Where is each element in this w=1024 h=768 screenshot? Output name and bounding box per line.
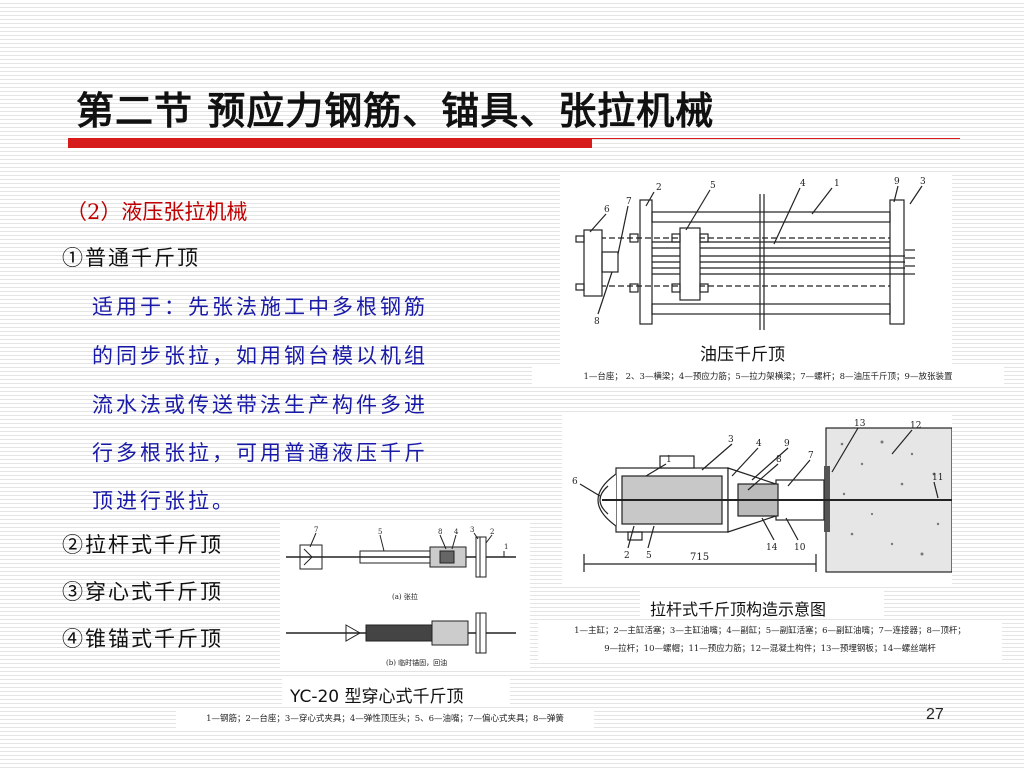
title-underline-line <box>592 138 960 139</box>
label-4: 4 <box>454 528 459 536</box>
page-number: 27 <box>926 706 944 723</box>
oil-jack-caption: 油压千斤顶 <box>700 345 785 365</box>
label-3: 3 <box>470 526 474 534</box>
item-cone-anchor-jack: ④锥锚式千斤顶 <box>62 627 223 651</box>
description-line: 行多根张拉，可用普通液压千斤 <box>92 441 428 465</box>
label-7: 7 <box>808 451 814 461</box>
pull-rod-jack-labels: 3 4 9 8 7 1 6 2 5 14 10 13 12 11 715 <box>572 419 943 563</box>
oil-jack-labels: 2 5 4 1 9 3 6 7 8 <box>594 177 926 327</box>
oil-jack-legend-box <box>532 366 1004 386</box>
label-8: 8 <box>776 455 782 465</box>
oil-jack-figure: 2 5 4 1 9 3 6 7 8 <box>560 172 952 366</box>
label-14: 14 <box>766 543 778 553</box>
through-jack-caption: YC-20 型穿心式千斤顶 <box>290 687 464 707</box>
pull-rod-jack-figure: 3 4 9 8 7 1 6 2 5 14 10 13 12 11 715 <box>562 414 953 584</box>
through-jack-legend: 1—钢筋；2—台座；3—穿心式夹具；4—弹性顶压头；5、6—油嘴；7—偏心式夹具… <box>206 714 564 724</box>
label-8: 8 <box>594 317 600 327</box>
slide-title: 第二节 预应力钢筋、锚具、张拉机械 <box>76 89 715 133</box>
label-1: 1 <box>504 543 508 551</box>
description-line: 流水法或传送带法生产构件多进 <box>92 393 428 417</box>
label-2: 2 <box>656 183 662 193</box>
section-heading: （2）液压张拉机械 <box>66 200 248 224</box>
label-9: 9 <box>894 177 900 187</box>
label-5: 5 <box>378 528 382 536</box>
dimension-715: 715 <box>690 552 709 563</box>
label-5: 5 <box>710 181 716 191</box>
label-6: 6 <box>572 477 578 487</box>
label-10: 10 <box>794 543 806 553</box>
label-9: 9 <box>784 439 790 449</box>
subfigure-b-caption: (b) 临时锚固，回油 <box>386 658 447 667</box>
label-1: 1 <box>666 455 672 465</box>
label-8: 8 <box>438 528 442 536</box>
label-3: 3 <box>920 177 926 187</box>
label-4: 4 <box>756 439 762 449</box>
through-jack-figure: 7 5 8 4 3 2 1 (a) 张拉 (b) 临时锚固，回油 <box>280 521 530 669</box>
item-pull-rod-jack: ②拉杆式千斤顶 <box>62 533 223 557</box>
label-7: 7 <box>626 197 632 207</box>
through-jack-caption-box <box>282 678 510 706</box>
label-13: 13 <box>854 419 866 429</box>
label-1: 1 <box>834 179 840 189</box>
pull-rod-caption-box <box>640 591 884 619</box>
label-6: 6 <box>604 205 610 215</box>
pull-rod-jack-diagram: 3 4 9 8 7 1 6 2 5 14 10 13 12 11 715 <box>572 419 953 573</box>
pull-rod-jack-caption: 拉杆式千斤顶构造示意图 <box>650 600 827 619</box>
oil-jack-diagram: 2 5 4 1 9 3 6 7 8 <box>575 177 926 330</box>
label-7: 7 <box>314 526 318 534</box>
label-5: 5 <box>646 551 652 561</box>
item-through-jack: ③穿心式千斤顶 <box>62 580 223 604</box>
label-12: 12 <box>910 421 921 431</box>
description-line: 顶进行张拉。 <box>92 489 236 513</box>
label-3: 3 <box>728 435 734 445</box>
pull-rod-legend-line2: 9—拉杆；10—螺帽；11—预应力筋；12—混凝土构件；13—预埋钢板；14—螺… <box>604 644 936 654</box>
label-2: 2 <box>624 551 630 561</box>
through-jack-legend-box <box>176 708 594 728</box>
item-ordinary-jack: ①普通千斤顶 <box>62 246 200 270</box>
description-line: 的同步张拉，如用钢台模以机组 <box>92 344 428 368</box>
label-2: 2 <box>490 528 494 536</box>
label-11: 11 <box>932 473 943 483</box>
pull-rod-legend-box <box>538 620 1002 660</box>
through-jack-diagram: 7 5 8 4 3 2 1 (a) 张拉 (b) 临时锚固，回油 <box>286 526 516 667</box>
label-4: 4 <box>800 179 806 189</box>
pull-rod-legend-line1: 1—主缸；2—主缸活塞；3—主缸油嘴；4—副缸；5—副缸活塞；6—副缸油嘴；7—… <box>574 626 966 636</box>
oil-jack-legend: 1—台座； 2、3—横梁；4—预应力筋；5—拉力架横梁；7—螺杆；8—油压千斤顶… <box>583 372 953 382</box>
subfigure-a-caption: (a) 张拉 <box>392 592 418 601</box>
description-line: 适用于：先张法施工中多根钢筋 <box>92 295 428 319</box>
title-underline-bar <box>68 138 592 148</box>
through-jack-labels: 7 5 8 4 3 2 1 <box>314 526 508 551</box>
